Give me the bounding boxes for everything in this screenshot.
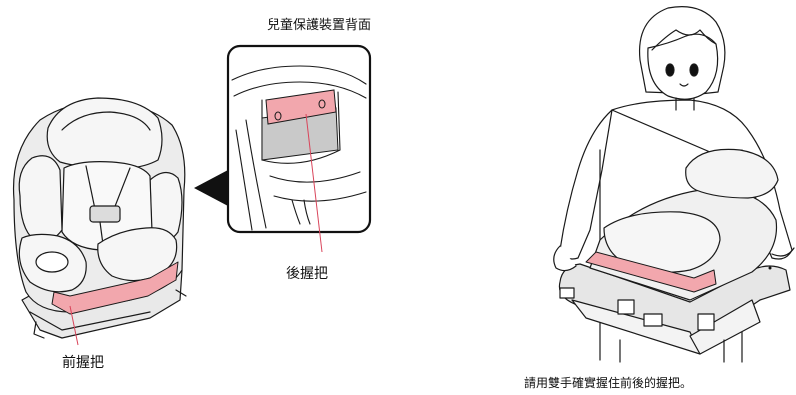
inset-pointer — [194, 170, 228, 206]
rear-view-title: 兒童保護裝置背面 — [267, 18, 372, 33]
car-seat-front-illustration — [12, 97, 187, 339]
rear-grip-label: 後握把 — [286, 266, 328, 282]
rear-view-inset — [226, 44, 372, 234]
rear-grip-highlight — [265, 89, 337, 125]
carry-grip-highlight — [585, 251, 717, 293]
person-carrying-illustration — [553, 6, 795, 363]
front-grip-leader-line — [69, 305, 79, 346]
rear-grip-leader-line — [305, 113, 323, 253]
front-grip-label: 前握把 — [62, 355, 104, 371]
front-grip-highlight — [51, 261, 179, 315]
instruction-caption: 請用雙手確實握住前後的握把。 — [524, 376, 693, 390]
base-marker-dot — [768, 266, 772, 270]
